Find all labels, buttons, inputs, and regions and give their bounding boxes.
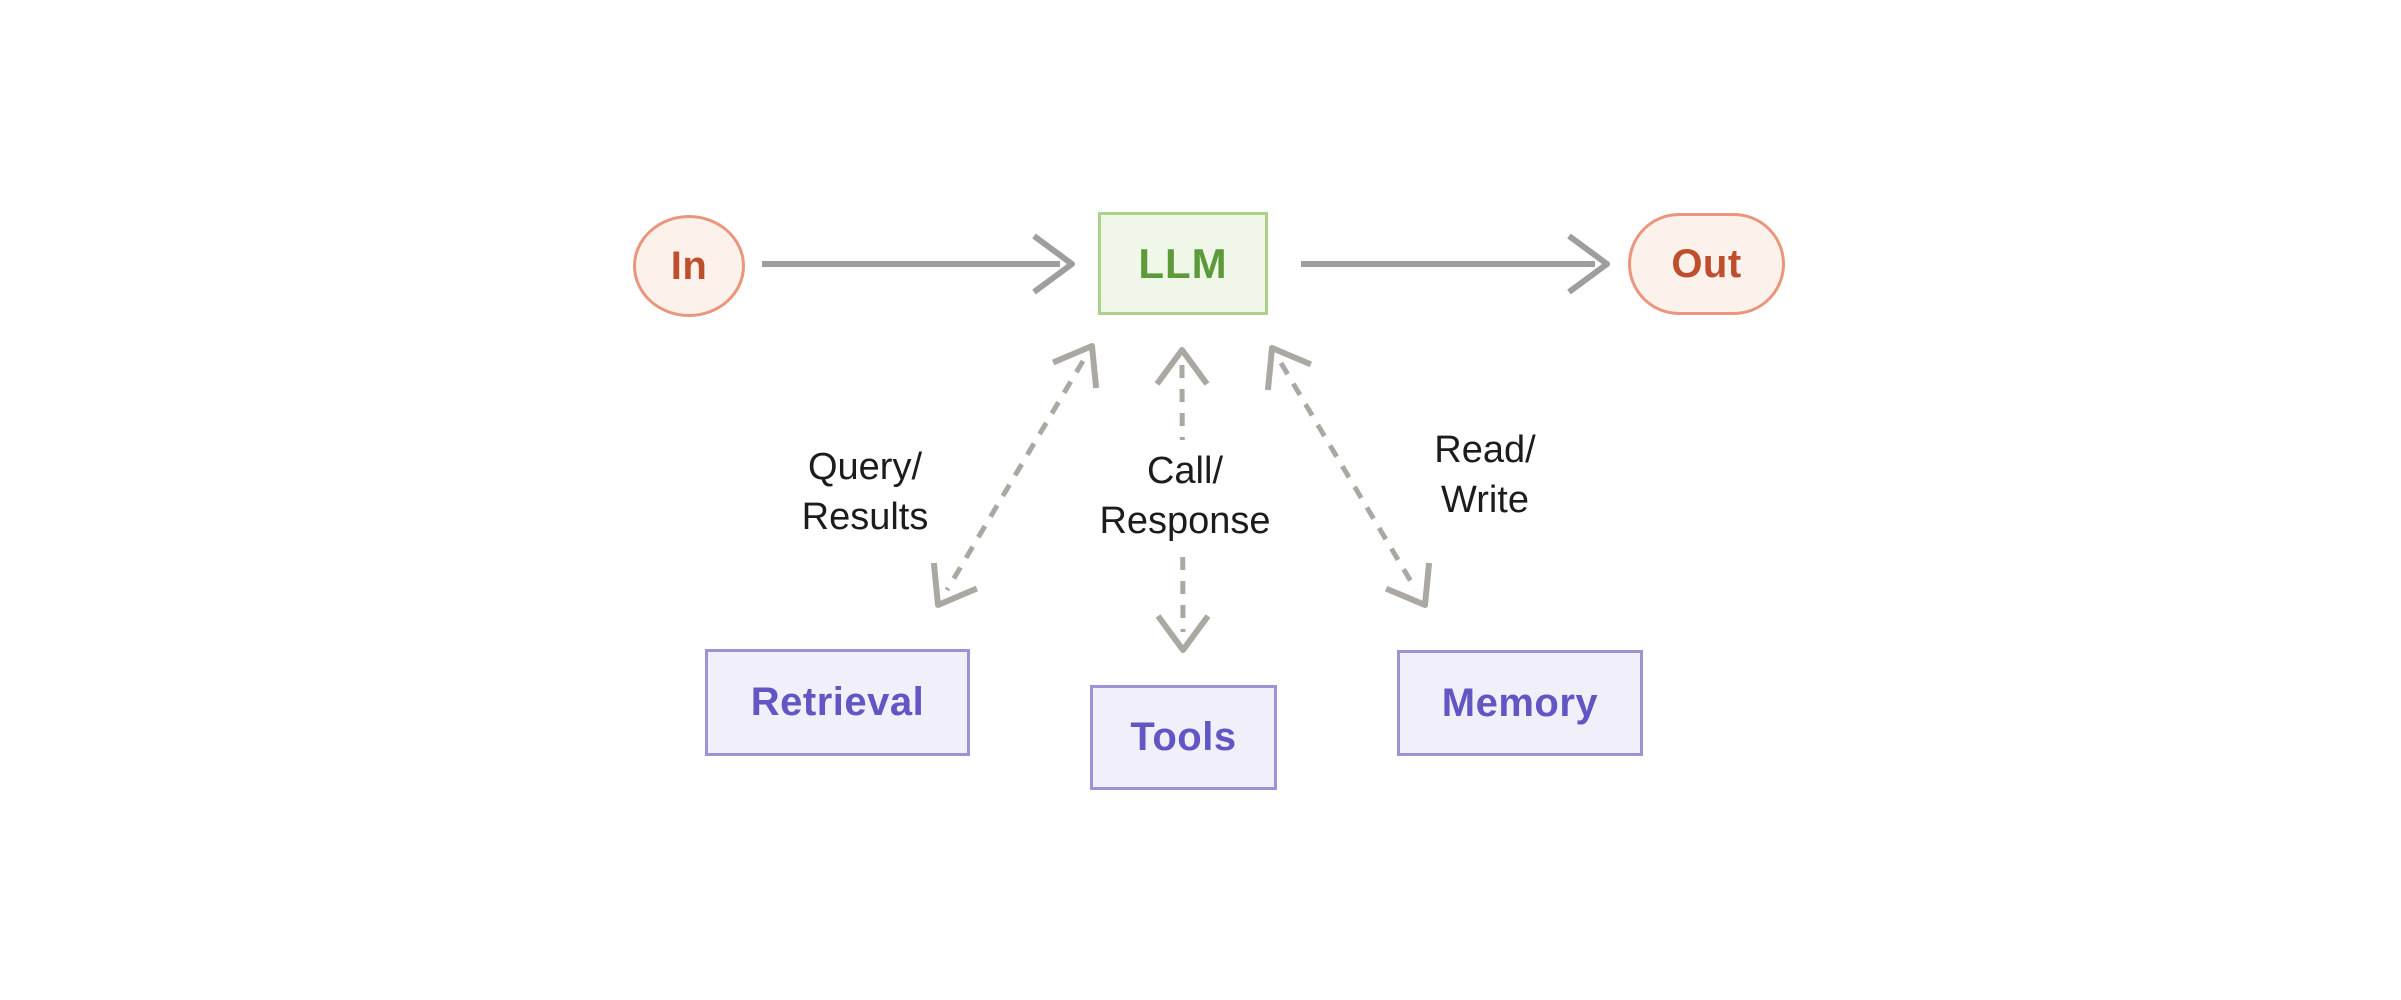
node-tools-label: Tools (1130, 715, 1237, 759)
edge-label-line: Query/ (807, 446, 923, 488)
edge-label-line: Response (1099, 500, 1271, 542)
node-memory: Memory (1397, 650, 1643, 756)
edge-label-line: Results (801, 496, 929, 538)
edge-label-line: Write (1441, 479, 1529, 521)
arrowhead-up-icon (1154, 347, 1210, 386)
arrowhead-up-icon (1051, 343, 1100, 389)
edge-label-read-write: Read/ Write (1385, 425, 1585, 525)
edge-label-line: Read/ (1434, 429, 1536, 471)
node-llm: LLM (1098, 212, 1268, 315)
arrowhead-down-icon (1155, 614, 1211, 653)
edge-label-call-response: Call/ Response (1062, 440, 1308, 552)
arrowhead-right-icon (1567, 233, 1610, 295)
node-tools: Tools (1090, 685, 1277, 790)
edge-label-query-results: Query/ Results (765, 442, 965, 542)
arrowhead-right-icon (1032, 233, 1075, 295)
input-llm-arrow (762, 233, 1075, 295)
arrowhead-down-icon (1384, 562, 1433, 608)
node-input-label: In (670, 243, 708, 288)
node-memory-label: Memory (1441, 680, 1599, 725)
arrowhead-down-icon (930, 562, 979, 608)
node-retrieval-label: Retrieval (750, 680, 925, 724)
node-output-label: Out (1671, 241, 1742, 286)
node-output: Out (1628, 213, 1785, 315)
dashed-arrow-line (944, 359, 1086, 592)
arrowhead-up-icon (1264, 345, 1313, 391)
node-retrieval: Retrieval (705, 649, 970, 756)
edge-label-line: Call/ (1146, 450, 1224, 492)
llm-retrieval-arrow (930, 343, 1100, 608)
dashed-arrow-line (1179, 364, 1186, 633)
llm-output-arrow (1301, 233, 1610, 295)
llm-memory-arrow (1264, 345, 1433, 608)
dashed-arrow-line (1278, 361, 1419, 592)
llm-tools-arrow (1154, 347, 1211, 653)
node-llm-label: LLM (1138, 239, 1228, 287)
node-input: In (633, 215, 745, 317)
